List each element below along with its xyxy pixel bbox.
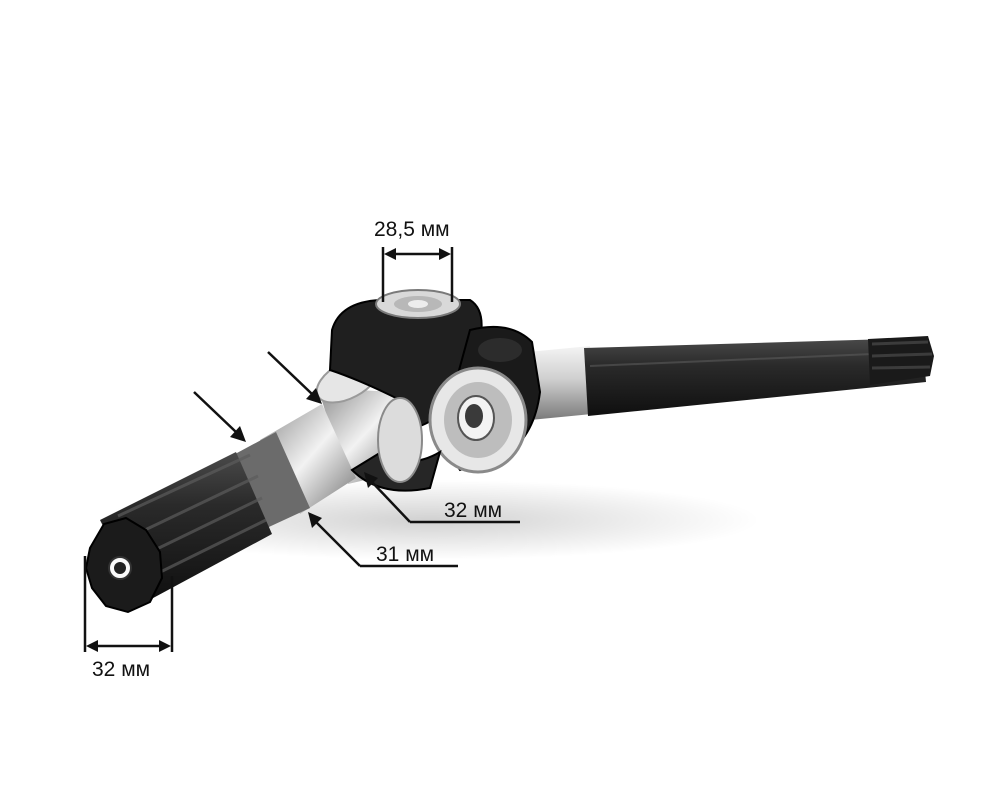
spline-diameter-dimension xyxy=(83,556,174,652)
dimension-annotations xyxy=(83,247,520,652)
front-bearing-cap xyxy=(428,366,528,474)
pointer-arrows xyxy=(193,351,322,442)
left-spline-end xyxy=(84,516,164,614)
top-diameter-label: 28,5 мм xyxy=(374,218,450,241)
top-bearing-cap xyxy=(375,289,461,319)
left-shaft xyxy=(84,356,408,614)
neck-diameter-label: 32 мм xyxy=(444,499,503,522)
right-spline-end xyxy=(868,336,934,385)
right-shaft xyxy=(528,336,934,420)
shaft-diameter-label: 31 мм xyxy=(376,543,435,566)
spline-diameter-label: 32 мм xyxy=(92,658,151,681)
top-diameter-dimension xyxy=(381,247,454,302)
neck-diameter-leader xyxy=(364,472,520,524)
shaft-diameter-leader xyxy=(308,512,458,568)
